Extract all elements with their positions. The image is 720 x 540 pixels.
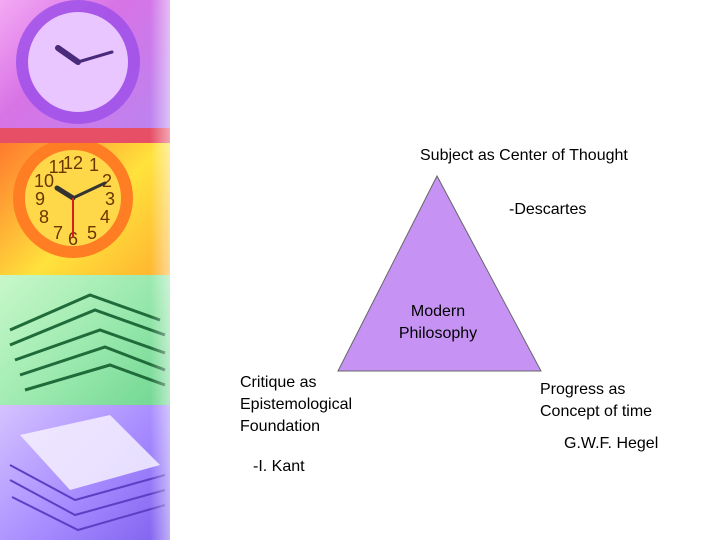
papers-icon: [9, 293, 166, 392]
sidebar-image-purple-papers: [0, 405, 170, 540]
clock-icon: [16, 0, 140, 124]
top-author: -Descartes: [509, 201, 587, 218]
svg-text:7: 7: [53, 223, 63, 243]
sidebar-divider: [0, 128, 170, 143]
philosophy-triangle: [337, 174, 542, 372]
right-title: Progress as Concept of time: [540, 381, 653, 420]
svg-text:1: 1: [89, 155, 99, 175]
svg-text:9: 9: [35, 189, 45, 209]
svg-text:3: 3: [105, 189, 115, 209]
left-title: Critique as Epistemological Foundation: [240, 374, 353, 435]
center-label: Modern Philosophy: [398, 303, 478, 342]
svg-text:10: 10: [34, 171, 54, 191]
left-author: -I. Kant: [253, 458, 305, 475]
svg-text:2: 2: [102, 171, 112, 191]
svg-text:6: 6: [68, 229, 78, 249]
papers-icon: [9, 415, 166, 532]
svg-text:4: 4: [100, 207, 110, 227]
right-author: G.W.F. Hegel: [564, 435, 659, 452]
svg-text:11: 11: [49, 157, 68, 177]
sidebar-fade: [150, 0, 190, 540]
svg-text:5: 5: [87, 223, 97, 243]
svg-text:8: 8: [39, 207, 49, 227]
sidebar-image-green-papers: [0, 275, 170, 405]
top-title: Subject as Center of Thought: [420, 147, 628, 164]
svg-text:12: 12: [63, 153, 83, 173]
sidebar-image-purple-clock: [0, 0, 170, 128]
